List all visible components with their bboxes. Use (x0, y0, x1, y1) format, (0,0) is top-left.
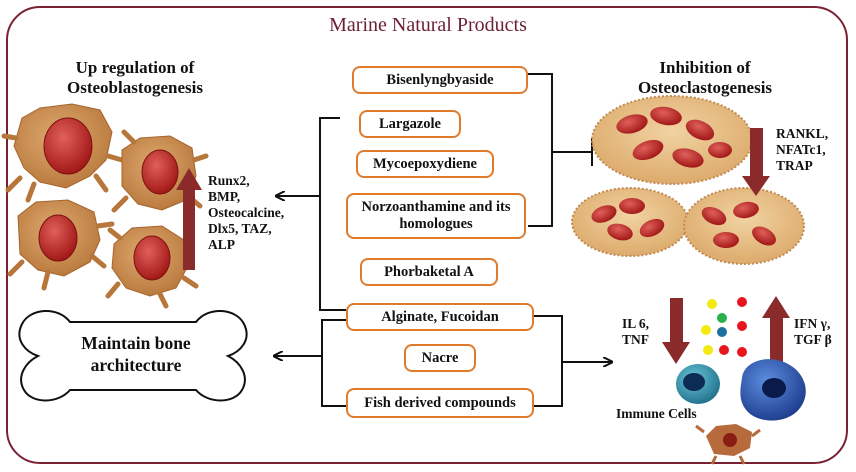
cytokine-label: TNF (622, 332, 649, 347)
osteoblast-upregulation-arrow (176, 168, 202, 270)
compound-label: Fish derived compounds (364, 394, 516, 411)
osteoclast-downregulation-arrow (742, 128, 770, 196)
immune-cell-teal (676, 364, 720, 404)
osteoblast-cell-1 (1, 103, 125, 203)
osteoblast-marker: BMP, (208, 189, 241, 204)
immune-bracket (534, 315, 612, 407)
cytokine-label: IFN γ, (794, 316, 831, 331)
compound-box-mycoepoxydiene: Mycoepoxydiene (356, 150, 494, 178)
diagram-frame (6, 6, 848, 464)
compound-box-largazole: Largazole (359, 110, 461, 138)
immune-cells-label: Immune Cells (616, 406, 697, 421)
cytokines-down-label: IL 6, TNF (622, 316, 649, 348)
immune-cell-macrophage (695, 424, 761, 465)
bone-icon (18, 309, 248, 402)
osteoclast-cell-3 (683, 187, 805, 265)
compound-box-norzoanthamine: Norzoanthamine and its homologues (346, 193, 526, 239)
compound-box-phorbaketal-a: Phorbaketal A (360, 258, 498, 286)
compound-label: Alginate, Fucoidan (381, 308, 499, 325)
osteoclast-cell-2 (571, 187, 689, 257)
osteoblast-cell-3 (7, 199, 115, 291)
cytokine-label: IL 6, (622, 316, 650, 331)
cytokine-dots (701, 297, 747, 357)
compound-label: Bisenlyngbyaside (386, 71, 494, 88)
compound-box-fish-derived: Fish derived compounds (346, 388, 534, 418)
osteoblast-markers: Runx2, BMP, Osteocalcine, Dlx5, TAZ, ALP (208, 173, 284, 253)
osteoblast-heading: Up regulation of Osteoblastogenesis (30, 58, 240, 98)
osteoblast-heading-line-2: Osteoblastogenesis (67, 78, 203, 97)
bone-label-line-1: Maintain bone (81, 333, 191, 353)
osteoclast-marker: NFATc1, (776, 142, 826, 157)
osteoblast-heading-line-1: Up regulation of (75, 58, 195, 77)
compound-label: Largazole (378, 115, 441, 132)
osteoclast-marker: RANKL, (776, 126, 829, 141)
osteoclast-marker: TRAP (776, 158, 813, 173)
osteoblast-bracket (276, 117, 346, 311)
osteoblast-cell-2 (111, 129, 209, 213)
osteoblast-marker: Runx2, (208, 173, 250, 188)
osteoclast-heading-line-2: Osteoclastogenesis (637, 78, 773, 97)
compound-box-alginate-fucoidan: Alginate, Fucoidan (346, 303, 534, 331)
osteoclast-heading-line-1: Inhibition of (659, 58, 751, 77)
immune-cell-blue (740, 359, 806, 421)
osteoclast-inhibition-bracket (528, 73, 593, 227)
compound-label: Phorbaketal A (384, 263, 474, 280)
osteoblast-marker: Dlx5, TAZ, (208, 221, 272, 236)
diagram-title: Marine Natural Products (329, 14, 527, 36)
osteoclast-heading: Inhibition of Osteoclastogenesis (600, 58, 810, 98)
osteoclast-cell-1 (591, 95, 753, 185)
cytokine-down-arrow (662, 298, 690, 364)
cytokine-label: TGF β (794, 332, 832, 347)
bone-label-line-2: architecture (90, 355, 182, 375)
osteoblast-cell-4 (105, 225, 199, 309)
osteoblast-marker: ALP (208, 237, 235, 252)
bone-label: Maintain bone architecture (50, 332, 222, 376)
cytokine-up-arrow (762, 296, 790, 362)
osteoblast-marker: Osteocalcine, (208, 205, 285, 220)
compound-label: Norzoanthamine and its homologues (361, 199, 511, 232)
compound-box-nacre: Nacre (404, 344, 476, 372)
compound-box-bisenlyngbyaside: Bisenlyngbyaside (352, 66, 528, 94)
cytokines-up-label: IFN γ, TGF β (794, 316, 832, 348)
osteoclast-markers: RANKL, NFATc1, TRAP (776, 126, 828, 174)
bone-bracket (274, 319, 352, 407)
compound-label: Nacre (421, 349, 459, 366)
compound-label: Mycoepoxydiene (373, 155, 477, 172)
